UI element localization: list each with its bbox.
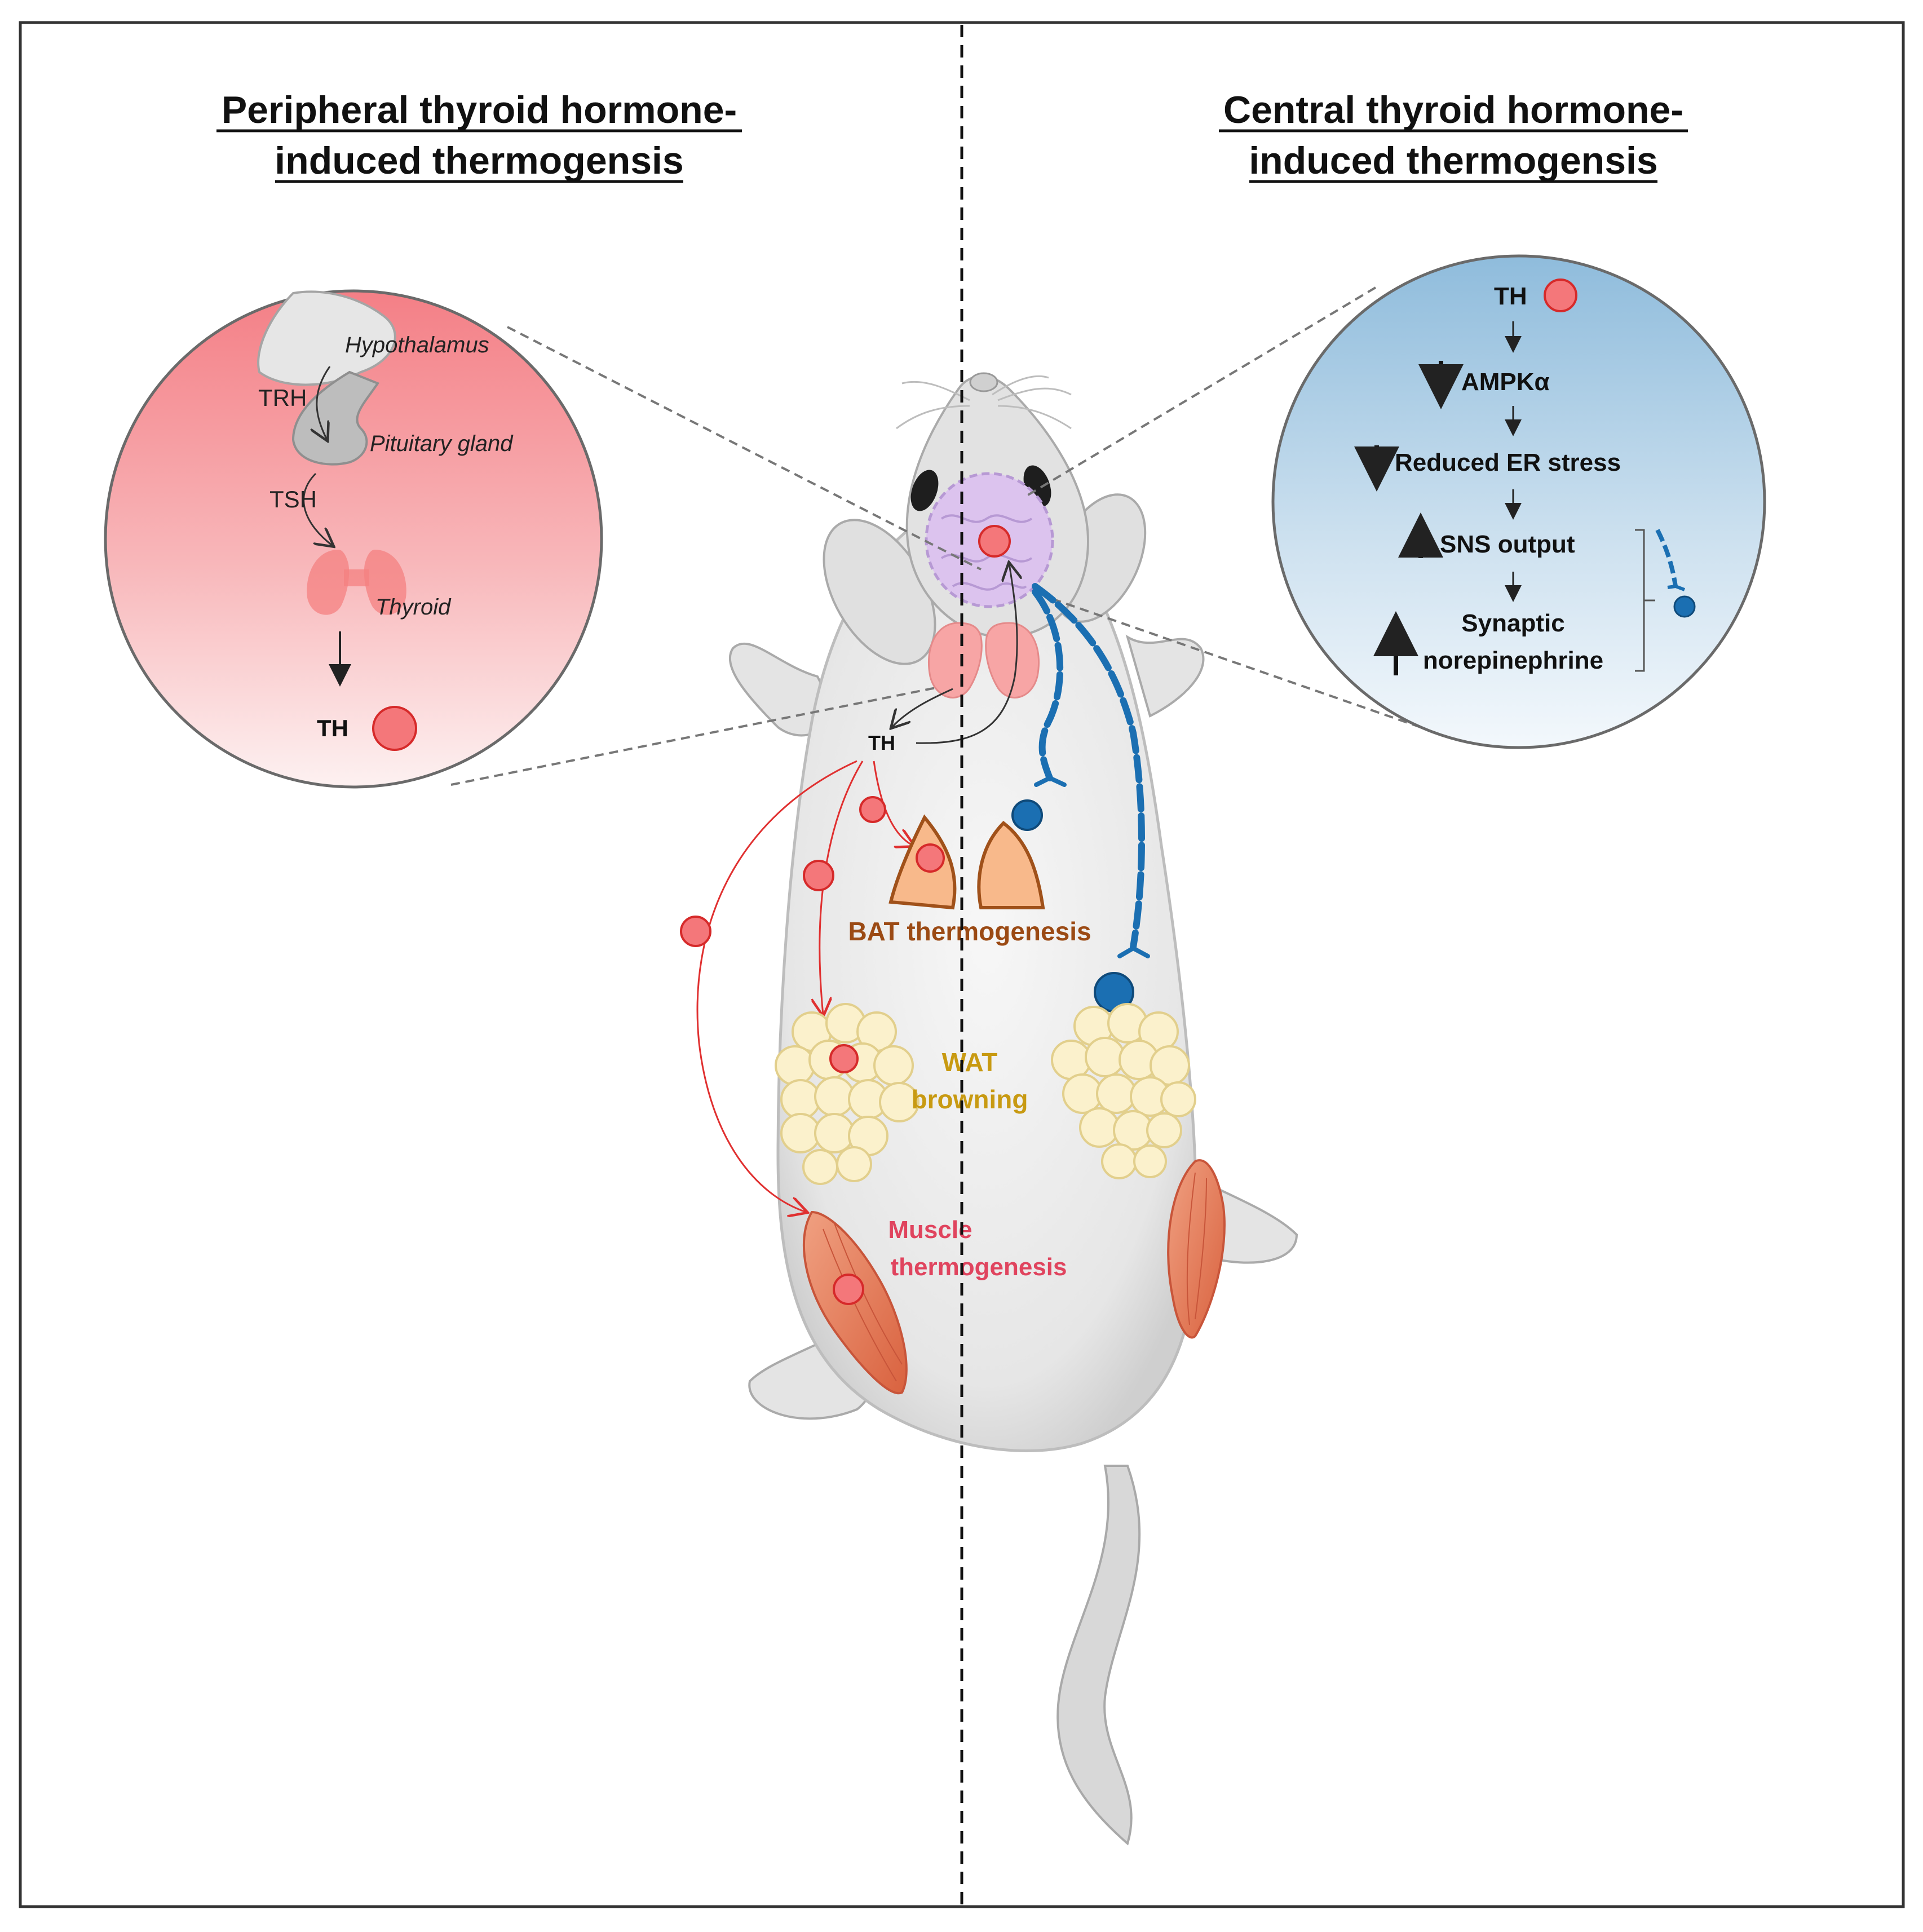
left-eye: [910, 470, 939, 511]
right-inset: TH AMPKα Reduced ER stress SNS output Sy…: [1271, 254, 1766, 749]
left-inset-connector-bottom: [450, 687, 936, 786]
right-inset-connector-top: [1025, 286, 1377, 497]
nose: [969, 372, 998, 392]
thyroid-label: Thyroid: [375, 595, 452, 620]
nerve-to-wat: [1032, 583, 1145, 950]
wat-label-line1: WAT: [942, 1047, 998, 1077]
synaptic-label-line2: norepinephrine: [1423, 647, 1603, 674]
left-panel-title: Peripheral thyroid hormone- induced ther…: [216, 89, 742, 183]
bat-hormone-dot: [916, 843, 945, 873]
inset-th-dot: [372, 706, 417, 751]
brain-hormone-dot: [978, 525, 1011, 558]
body-thyroid: [927, 622, 1040, 698]
right-inset-th-label: TH: [1494, 282, 1527, 310]
bat-label: BAT thermogenesis: [848, 917, 1091, 946]
sns-label: SNS output: [1440, 530, 1575, 558]
bat-right-lobe: [977, 821, 1045, 909]
bat: [888, 799, 1045, 910]
muscle-label-line2: thermogenesis: [891, 1253, 1067, 1281]
mini-nerve-dot: [1673, 595, 1696, 618]
arrow-to-muscle: [696, 760, 857, 1212]
left-title-line2: induced thermogensis: [275, 139, 683, 182]
body-th-label: TH: [868, 731, 895, 754]
mouse-torso: [776, 504, 1198, 1452]
pituitary-label: Pituitary gland: [370, 431, 514, 456]
right-title-line2: induced thermogensis: [1249, 139, 1657, 182]
inset-th-label: TH: [317, 715, 348, 741]
left-title-line1: Peripheral thyroid hormone-: [222, 89, 737, 131]
nerve-to-bat: [1032, 589, 1064, 781]
left-inset-connector-top: [507, 326, 982, 571]
sympathetic-nerves: [1032, 583, 1150, 958]
right-panel-title: Central thyroid hormone- induced thermog…: [1219, 89, 1688, 183]
mini-nerve: [1655, 529, 1678, 587]
ampk-label: AMPKα: [1461, 368, 1550, 396]
th-to-brain-arrow: [916, 564, 1017, 744]
nerve-terminal-wat: [1117, 945, 1150, 958]
hormone-dot-path-wat: [803, 860, 834, 891]
tsh-arrow: [303, 472, 333, 546]
synaptic-label-line1: Synaptic: [1461, 609, 1564, 637]
trh-arrow: [317, 366, 331, 440]
tsh-label: TSH: [269, 486, 317, 512]
right-inset-th-dot: [1544, 278, 1577, 312]
bat-nerve-dot: [1011, 799, 1043, 831]
muscle-right: [1167, 1159, 1226, 1339]
wat-right-cluster: [1051, 1003, 1196, 1179]
right-title-line1: Central thyroid hormone-: [1223, 89, 1683, 131]
hormone-dot-path-muscle: [680, 916, 711, 947]
muscle-hormone-dot: [833, 1274, 864, 1305]
thyroid-to-th-arrow-body: [892, 688, 953, 727]
hormone-dot-path-bat: [859, 796, 886, 823]
left-inset-circle: [104, 289, 603, 789]
mouse-tail: [1056, 1465, 1141, 1846]
left-inset: Hypothalamus TRH Pituitary gland TSH Thy…: [104, 289, 603, 789]
trh-label: TRH: [258, 384, 307, 411]
front-right-paw: [1125, 634, 1205, 718]
muscle-label-line1: Muscle: [888, 1216, 972, 1244]
wat-hormone-dot: [829, 1044, 859, 1073]
hypothalamus-shape: [257, 290, 396, 386]
hypothalamus-label: Hypothalamus: [345, 333, 489, 357]
er-stress-label: Reduced ER stress: [1395, 449, 1621, 476]
right-inset-connector-bottom: [1048, 596, 1421, 728]
wat-label-line2: browning: [912, 1085, 1028, 1114]
inset-thyroid-shape: [307, 550, 406, 615]
mini-nerve-terminal: [1667, 584, 1686, 591]
nerve-terminal-bat: [1034, 775, 1067, 787]
arrow-to-bat: [873, 761, 913, 846]
